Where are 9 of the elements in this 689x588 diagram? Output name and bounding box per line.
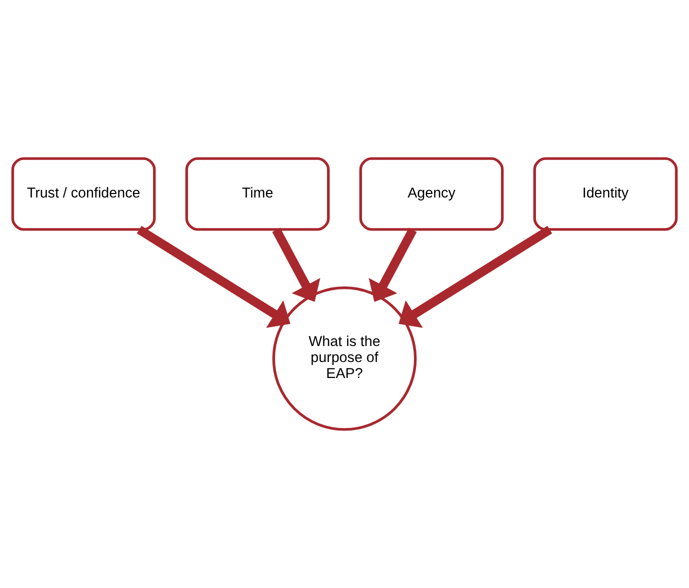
node-circle: What is the purpose of EAP? bbox=[272, 286, 417, 431]
arrow bbox=[368, 228, 417, 302]
arrow bbox=[272, 228, 320, 302]
node-box: Identity bbox=[533, 157, 678, 231]
node-box: Agency bbox=[359, 157, 504, 231]
node-box: Time bbox=[185, 157, 330, 231]
node-box: Trust / confidence bbox=[11, 157, 156, 231]
arrow bbox=[398, 226, 552, 328]
arrow bbox=[136, 226, 290, 328]
